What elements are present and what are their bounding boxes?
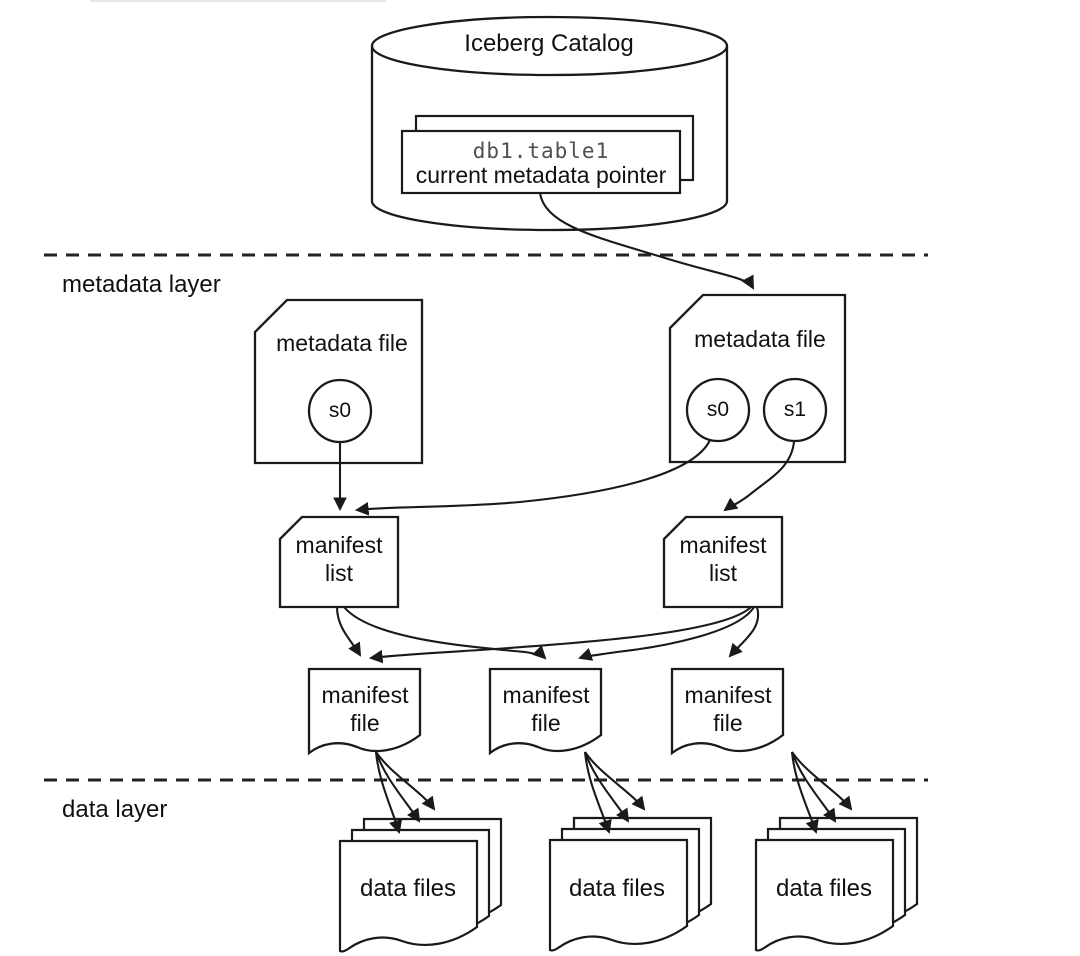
- snapshot-s0-label-file1: s0: [328, 399, 352, 422]
- diagram-arrows: [333, 192, 853, 834]
- arrow-pointer-to-metadata-file-2: [538, 192, 754, 290]
- manifest-file-2-label: manifest file: [502, 682, 590, 737]
- manifest-list-1-shape: [278, 515, 400, 609]
- snapshot-s1-label-file2: s1: [783, 398, 807, 421]
- table-identifier: db1.table1: [472, 139, 610, 163]
- arrow-list2-to-manifest-file-1: [368, 606, 752, 664]
- current-metadata-pointer-label: current metadata pointer: [415, 162, 667, 188]
- arrow-s0-file2-to-manifest-list-1: [354, 439, 711, 516]
- manifest-file-1-label: manifest file: [321, 682, 409, 737]
- metadata-file-2-shape: [668, 293, 847, 464]
- arrow-mf3-to-data-back: [791, 751, 853, 811]
- arrow-mf1-to-data-back: [375, 751, 436, 811]
- arrow-list1-to-manifest-file-1: [335, 606, 362, 657]
- arrow-mf3-to-data-middle: [791, 751, 837, 823]
- top-edge-artifact: [90, 0, 386, 2]
- manifest-list-1-label: manifest list: [295, 532, 383, 587]
- arrow-mf3-to-data-front: [790, 751, 819, 834]
- metadata-file-2-label: metadata file: [694, 326, 826, 352]
- data-files-2-label: data files: [568, 875, 666, 902]
- arrow-list2-to-manifest-file-2: [578, 606, 755, 661]
- manifest-list-2-shape: [662, 515, 784, 609]
- metadata-file-1-label: metadata file: [276, 330, 408, 356]
- manifest-list-2-label: manifest list: [679, 532, 767, 587]
- arrow-list1-to-manifest-file-2: [343, 606, 547, 660]
- arrow-mf1-to-data-middle: [375, 751, 421, 823]
- catalog-cylinder: [370, 15, 729, 232]
- arrow-mf2-to-data-middle: [584, 751, 630, 823]
- snapshot-s0-circle-file2: [685, 377, 751, 443]
- data-files-1-label: data files: [359, 875, 457, 902]
- cylinder-top: [370, 15, 729, 77]
- arrow-mf1-to-data-front: [374, 751, 403, 834]
- data-layer-label: data layer: [62, 796, 168, 823]
- snapshot-s0-label-file2: s0: [706, 398, 730, 421]
- arrow-mf2-to-data-front: [583, 751, 612, 834]
- snapshot-s1-circle-file2: [762, 377, 828, 443]
- arrow-list2-to-manifest-file-3: [728, 606, 760, 658]
- data-files-3-label: data files: [775, 875, 873, 902]
- catalog-title: Iceberg Catalog: [464, 30, 634, 57]
- arrow-mf2-to-data-back: [584, 751, 646, 811]
- metadata-layer-label: metadata layer: [62, 271, 221, 298]
- arrow-s1-file2-to-manifest-list-2: [723, 441, 796, 512]
- manifest-file-3-label: manifest file: [684, 682, 772, 737]
- cylinder-body: [370, 46, 729, 232]
